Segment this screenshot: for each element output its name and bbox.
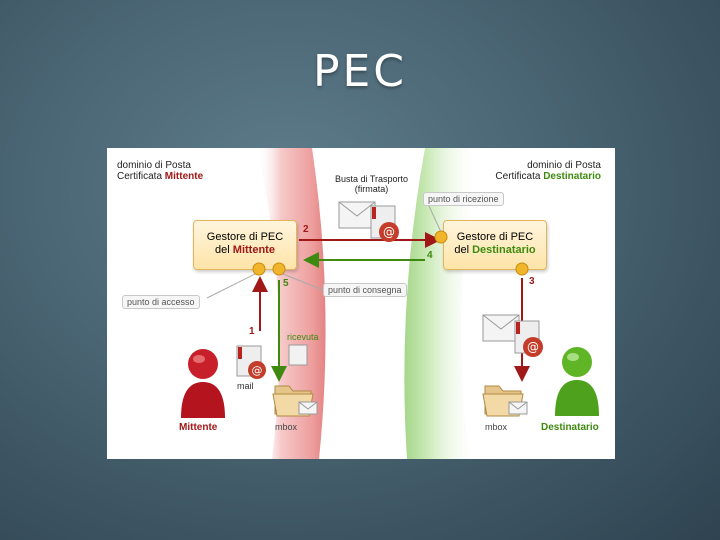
- sender-mbox-label: mbox: [275, 422, 298, 432]
- transport-envelope-label: Busta di Trasporto (firmata): [335, 174, 409, 194]
- recipient-label: Destinatario: [541, 422, 599, 433]
- mail-label: mail: [237, 381, 254, 391]
- sender-person-icon: [181, 349, 225, 418]
- pec-diagram: dominio di Posta Certificata Mittente do…: [107, 148, 615, 459]
- recipient-manager-box: Gestore di PEC del Destinatario: [443, 220, 547, 270]
- sender-manager-ports: [252, 262, 286, 276]
- signed-envelope-icon: @: [338, 201, 399, 242]
- recipient-manager-port-out: [515, 262, 529, 276]
- recipient-manager-port-in: [434, 230, 448, 244]
- mail-document-icon: @: [236, 345, 266, 379]
- reception-leader: [428, 205, 442, 233]
- reception-point-callout: punto di ricezione: [423, 192, 504, 206]
- slide-title: PEC: [312, 46, 408, 97]
- recipient-envelope-icon: @: [482, 314, 543, 357]
- step-1: 1: [249, 326, 255, 337]
- recipient-person-icon: [555, 347, 599, 416]
- receipt-label: ricevuta: [287, 332, 319, 342]
- delivery-leader: [282, 273, 324, 291]
- step-3: 3: [529, 276, 535, 287]
- sender-domain-label: dominio di Posta Certificata Mittente: [117, 160, 204, 182]
- access-point-callout: punto di accesso: [122, 295, 200, 309]
- svg-text:@: @: [527, 340, 539, 354]
- sender-mbox-folder-icon: [272, 385, 318, 417]
- access-leader: [206, 272, 258, 299]
- step-4: 4: [427, 250, 433, 261]
- step-2: 2: [303, 224, 309, 235]
- sender-label: Mittente: [179, 422, 218, 433]
- recipient-domain-label: dominio di Posta Certificata Destinatari…: [495, 160, 601, 182]
- sender-manager-box: Gestore di PEC del Mittente: [193, 220, 297, 270]
- receipt-document-icon: [288, 344, 308, 366]
- delivery-point-callout: punto di consegna: [323, 283, 407, 297]
- svg-text:@: @: [252, 364, 263, 377]
- step-5: 5: [283, 278, 289, 289]
- recipient-mbox-folder-icon: [482, 385, 528, 417]
- svg-text:@: @: [383, 225, 395, 239]
- recipient-mbox-label: mbox: [485, 422, 508, 432]
